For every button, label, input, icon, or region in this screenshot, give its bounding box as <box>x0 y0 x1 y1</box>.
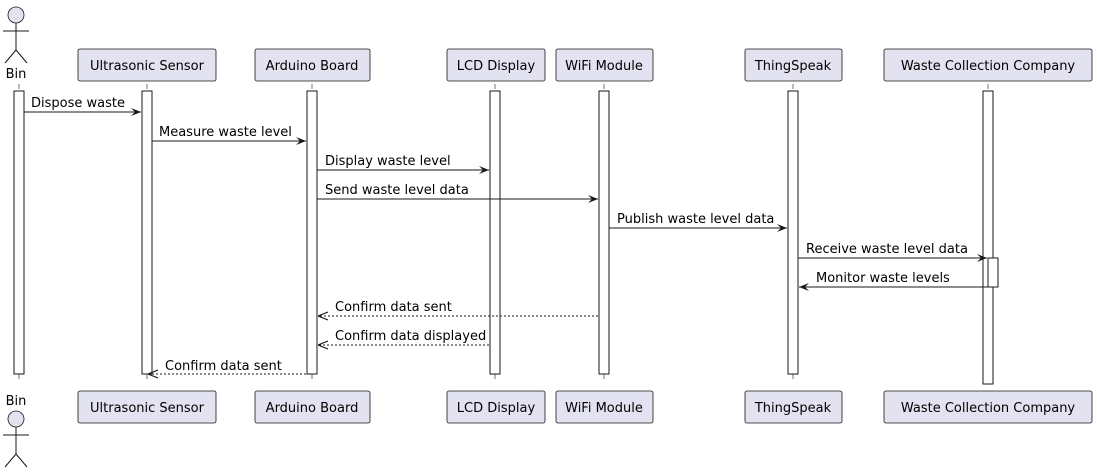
activation-ultrasonic-sensor <box>141 90 153 375</box>
activation-bin <box>13 90 25 375</box>
participant-lcd-display-top: LCD Display <box>446 48 546 82</box>
activation-arduino-board <box>306 90 318 375</box>
activation-lcd-display <box>489 90 501 375</box>
message-8: Confirm data sent <box>318 300 598 316</box>
participant-label: LCD Display <box>457 401 536 416</box>
participant-label: WiFi Module <box>565 401 643 416</box>
participant-label: Bin <box>6 67 27 82</box>
activation-thingspeak <box>787 90 799 375</box>
message-2: Measure waste level <box>152 125 306 145</box>
message-label: Dispose waste <box>31 96 125 111</box>
participant-label: Waste Collection Company <box>901 401 1076 416</box>
activation-waste-collection-company <box>982 90 994 385</box>
message-label: Confirm data displayed <box>335 329 486 344</box>
participant-arduino-board-bottom: Arduino Board <box>254 390 371 424</box>
message-label: Receive waste level data <box>806 242 968 257</box>
activation-wifi-module <box>598 90 610 375</box>
participant-label: Bin <box>6 394 27 409</box>
message-label: Display waste level <box>325 154 451 169</box>
participant-thingspeak-top: ThingSpeak <box>744 48 843 82</box>
participant-label: Arduino Board <box>266 401 359 416</box>
message-9: Confirm data displayed <box>318 329 489 345</box>
participant-ultrasonic-sensor-bottom: Ultrasonic Sensor <box>77 390 217 424</box>
message-label: Confirm data sent <box>335 300 452 315</box>
participant-arduino-board-top: Arduino Board <box>254 48 371 82</box>
participant-waste-collection-company-bottom: Waste Collection Company <box>883 390 1093 424</box>
message-6: Receive waste level data <box>798 242 987 262</box>
participant-label: Ultrasonic Sensor <box>90 401 205 416</box>
participant-label: Waste Collection Company <box>901 59 1076 74</box>
message-label: Monitor waste levels <box>816 271 950 286</box>
participant-label: ThingSpeak <box>754 59 832 74</box>
participant-ultrasonic-sensor-top: Ultrasonic Sensor <box>77 48 217 82</box>
actor-head-icon <box>7 410 25 428</box>
participant-label: Arduino Board <box>266 59 359 74</box>
actor-bin-bottom: Bin <box>3 394 29 468</box>
message-label: Send waste level data <box>325 183 469 198</box>
message-4: Send waste level data <box>317 183 598 203</box>
message-label: Measure waste level <box>159 125 292 140</box>
participant-wifi-module-top: WiFi Module <box>555 48 654 82</box>
activation-waste-collection-company-nested <box>987 257 999 288</box>
message-3: Display waste level <box>317 154 489 174</box>
participant-label: WiFi Module <box>565 59 643 74</box>
actor-bin-top: Bin <box>3 6 29 82</box>
participant-lcd-display-bottom: LCD Display <box>446 390 546 424</box>
participant-thingspeak-bottom: ThingSpeak <box>744 390 843 424</box>
participant-wifi-module-bottom: WiFi Module <box>555 390 654 424</box>
participant-label: Ultrasonic Sensor <box>90 59 205 74</box>
participant-label: ThingSpeak <box>754 401 832 416</box>
message-label: Publish waste level data <box>617 212 774 227</box>
message-label: Confirm data sent <box>165 359 282 374</box>
message-10: Confirm data sent <box>148 359 306 374</box>
participant-label: LCD Display <box>457 59 536 74</box>
message-7: Monitor waste levels <box>799 271 988 291</box>
message-1: Dispose waste <box>24 96 141 116</box>
actor-head-icon <box>7 6 25 24</box>
message-5: Publish waste level data <box>609 212 787 232</box>
participant-waste-collection-company-top: Waste Collection Company <box>883 48 1093 82</box>
